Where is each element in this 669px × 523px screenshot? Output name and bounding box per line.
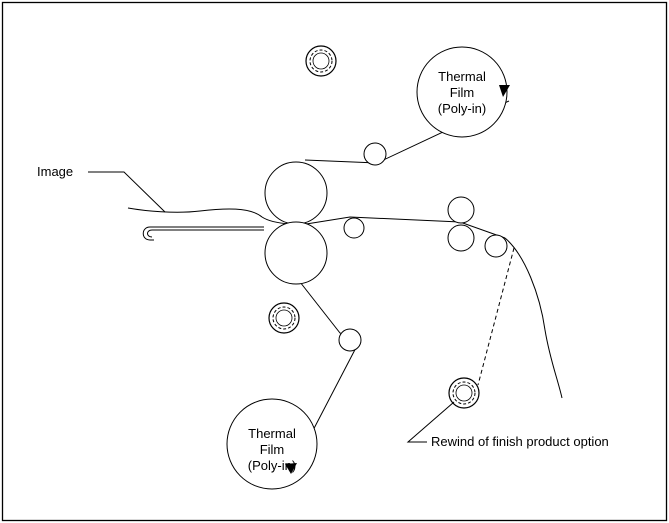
image-leader-line (88, 171, 166, 213)
top-film-supply-roll (416, 46, 508, 138)
lower-laminating-roller (264, 221, 328, 285)
upper-laminating-roller (264, 161, 328, 225)
bottom-film-label-line1: Thermal (248, 426, 296, 441)
laminate-web-path (299, 216, 506, 239)
image-web-path (127, 207, 291, 225)
spare-roll-top (305, 45, 337, 77)
bottom-film-label-line2: Film (260, 442, 285, 457)
spare-roll-bottom (268, 302, 300, 334)
rewind-roll (448, 377, 480, 409)
pull-roller-lower (447, 224, 475, 252)
rewind-label: Rewind of finish product option (431, 434, 609, 449)
center-idler-roller (343, 217, 365, 239)
image-label: Image (37, 164, 73, 179)
rewind-leader-line (406, 401, 455, 443)
top-film-label-line2: Film (450, 85, 475, 100)
exit-idler-roller (484, 234, 508, 258)
top-idler-roller (363, 142, 387, 166)
product-tail-path (504, 237, 563, 399)
bottom-idler-roller (338, 328, 362, 352)
rewind-dashed-path (477, 247, 515, 386)
pull-roller-upper (447, 196, 475, 224)
top-film-label-line1: Thermal (438, 69, 486, 84)
top-film-arrow (499, 85, 510, 97)
bottom-film-arrow (285, 463, 297, 474)
bottom-film-label-line3: (Poly-in) (248, 458, 296, 473)
feed-tray (142, 226, 264, 241)
top-film-label-line3: (Poly-in) (438, 101, 486, 116)
